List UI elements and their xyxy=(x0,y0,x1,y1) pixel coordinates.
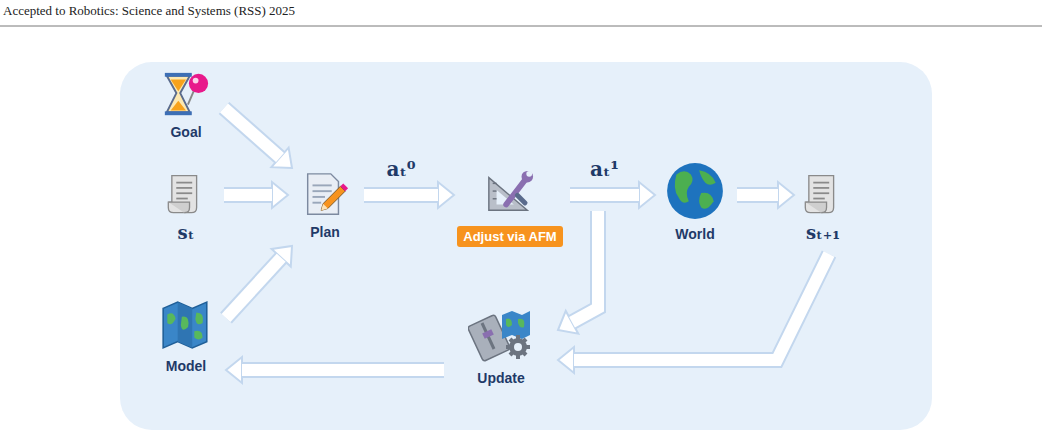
action-label: aₜ⁰ xyxy=(386,157,415,181)
arrow-body xyxy=(570,189,639,201)
flow-arrow xyxy=(224,108,292,168)
flow-arrow xyxy=(570,182,655,208)
arrow-outline xyxy=(224,187,272,203)
receipt-icon xyxy=(163,170,209,220)
flow-arrow xyxy=(224,182,288,208)
node-label: sₜ xyxy=(178,222,195,243)
arrow-head xyxy=(272,182,288,208)
model-node: Model xyxy=(148,292,224,382)
flow-arrow xyxy=(226,246,292,318)
flow-arrow xyxy=(737,182,794,208)
arrow-outline xyxy=(574,254,829,360)
action-label: aₜ¹ xyxy=(590,157,619,181)
arrow-head xyxy=(438,182,454,208)
header-rule xyxy=(0,26,1042,27)
node-label: Model xyxy=(166,358,206,374)
goal-node: Goal xyxy=(150,68,222,148)
panel xyxy=(120,62,932,430)
arrow-body xyxy=(737,189,778,201)
arrow-outline xyxy=(572,211,598,322)
arrow-outline xyxy=(224,108,280,157)
map-icon xyxy=(159,298,213,352)
update-icon xyxy=(468,308,534,362)
node-label: World xyxy=(675,226,714,242)
arrow-head xyxy=(558,347,574,373)
arrow-body xyxy=(224,189,272,201)
world-node: World xyxy=(655,158,735,250)
receipt-icon xyxy=(800,170,846,220)
node-label: Adjust via AFM xyxy=(457,226,562,247)
state-node: sₜ xyxy=(150,162,222,248)
node-label: Plan xyxy=(310,224,340,240)
arrow-outline xyxy=(570,187,639,203)
arrow-outline xyxy=(242,362,444,378)
node-label: Update xyxy=(477,370,524,386)
arrow-body xyxy=(574,254,829,360)
flow-arrow xyxy=(558,254,829,373)
arrow-body xyxy=(242,364,444,376)
arrow-outline xyxy=(737,187,778,203)
flow-arrow xyxy=(226,357,444,383)
update-node: Update xyxy=(446,300,556,396)
arrow-body xyxy=(226,258,281,318)
flow-arrow xyxy=(558,211,598,334)
arrow-body xyxy=(364,189,438,201)
arrow-body xyxy=(572,211,598,322)
node-label: sₜ₊₁ xyxy=(806,222,840,243)
arrow-head xyxy=(639,182,655,208)
adjust-node: Adjust via AFM xyxy=(448,162,572,254)
plan-node: Plan xyxy=(288,162,362,250)
arrow-head xyxy=(226,357,242,383)
arrow-head xyxy=(778,182,794,208)
plan-icon xyxy=(299,170,351,220)
next-state-node: sₜ₊₁ xyxy=(790,162,856,252)
world-icon xyxy=(664,160,726,222)
adjust-icon xyxy=(484,168,536,218)
header-note: Accepted to Robotics: Science and System… xyxy=(3,3,295,19)
flow-arrow xyxy=(364,182,454,208)
arrow-body xyxy=(224,108,280,157)
goal-icon xyxy=(159,70,213,120)
arrow-outline xyxy=(364,187,438,203)
node-label: Goal xyxy=(170,124,201,140)
arrow-outline xyxy=(226,258,281,318)
